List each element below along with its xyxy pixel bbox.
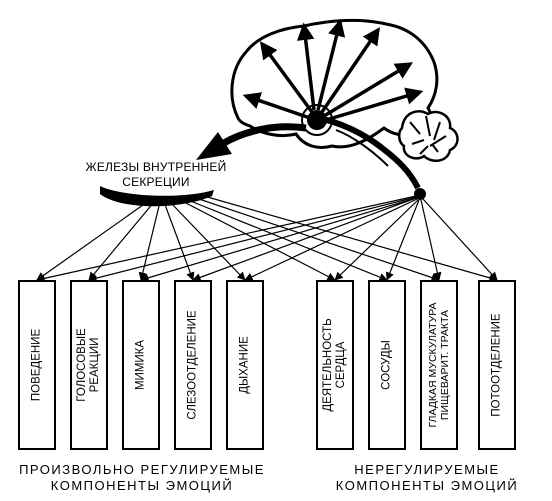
component-label: СЛЕЗООТДЕЛЕНИЕ (187, 310, 200, 419)
brain-center-dot (307, 110, 327, 130)
brain-sketch (196, 18, 459, 190)
brain-stem (317, 115, 421, 190)
component-box-tears: СЛЕЗООТДЕЛЕНИЕ (174, 280, 212, 450)
voluntary-caption-line-2: КОМПОНЕНТЫ ЭМОЦИЙ (50, 478, 234, 493)
autonomic-fan-lines (36, 195, 498, 283)
component-label-line: РЕАКЦИИ (89, 337, 101, 393)
component-box-sweat: ПОТООТДЕЛЕНИЕ (478, 280, 516, 450)
component-label-line: ПОТООТДЕЛЕНИЕ (490, 313, 503, 417)
arrow-to-glands-head (196, 132, 232, 160)
arrow-to-back-1 (323, 62, 413, 118)
brain-stem-inner (335, 129, 389, 167)
component-label-line: СЛЕЗООТДЕЛЕНИЕ (186, 310, 199, 420)
glands-label-line-1: ЖЕЛЕЗЫ ВНУТРЕННЕЙ (85, 160, 227, 174)
voluntary-caption-line-1: ПРОИЗВОЛЬНО РЕГУЛИРУЕМЫЕ (19, 462, 265, 477)
component-label: ГЛАДКАЯ МУСКУЛАТУРА ПИЩЕВАРИТ. ТРАКТА (427, 302, 451, 427)
component-label: ПОТООТДЕЛЕНИЕ (491, 313, 504, 416)
component-label-line: СЕРДЦА (335, 341, 347, 389)
component-label-line: ДЫХАНИЕ (238, 336, 251, 394)
voluntary-caption: ПРОИЗВОЛЬНО РЕГУЛИРУЕМЫЕ КОМПОНЕНТЫ ЭМОЦ… (14, 462, 270, 494)
component-box-gut: ГЛАДКАЯ МУСКУЛАТУРА ПИЩЕВАРИТ. ТРАКТА (420, 280, 458, 450)
arrow-to-front (242, 92, 311, 120)
autonomic-node (414, 188, 426, 200)
arrow-to-back-2 (325, 87, 424, 122)
cortex-arrows (242, 18, 424, 122)
involuntary-caption-line-1: НЕРЕГУЛИРУЕМЫЕ (354, 462, 500, 477)
arrow-to-top-3 (320, 27, 380, 113)
component-label-line: ПИЩЕВАРИТ. ТРАКТА (439, 309, 451, 421)
component-label-line: СОСУДЫ (380, 340, 393, 390)
component-box-vessels: СОСУДЫ (368, 280, 406, 450)
glands-fan-lines (36, 195, 498, 282)
component-label: ГОЛОСОВЫЕ РЕАКЦИИ (76, 328, 102, 401)
component-label-line: ГОЛОСОВЫЕ (76, 328, 88, 402)
component-label: МИМИКА (135, 340, 148, 390)
arrow-to-glands (220, 123, 307, 148)
glands-bowl (100, 186, 214, 207)
component-box-behavior: ПОВЕДЕНИЕ (18, 280, 56, 450)
component-label-line: ПОВЕДЕНИЕ (30, 328, 43, 402)
component-label-line: ГЛАДКАЯ МУСКУЛАТУРА (427, 302, 439, 428)
component-box-mimicry: МИМИКА (122, 280, 160, 450)
arrow-to-top-1 (296, 22, 316, 111)
component-label: ДЕЯТЕЛЬНОСТЬ СЕРДЦА (322, 318, 348, 411)
component-label-line: ДЕЯТЕЛЬНОСТЬ (322, 318, 334, 412)
component-box-heart: ДЕЯТЕЛЬНОСТЬ СЕРДЦА (316, 280, 354, 450)
arrow-to-upper-front (259, 41, 314, 114)
arrow-to-top-2 (316, 18, 346, 111)
glands-label-line-2: СЕКРЕЦИИ (122, 175, 190, 189)
glands-label: ЖЕЛЕЗЫ ВНУТРЕННЕЙ СЕКРЕЦИИ (68, 160, 244, 190)
component-label: ДЫХАНИЕ (239, 336, 252, 394)
component-box-voice: ГОЛОСОВЫЕ РЕАКЦИИ (70, 280, 108, 450)
involuntary-caption: НЕРЕГУЛИРУЕМЫЕ КОМПОНЕНТЫ ЭМОЦИЙ (316, 462, 538, 494)
component-box-breathing: ДЫХАНИЕ (226, 280, 264, 450)
component-label-line: МИМИКА (134, 339, 147, 391)
component-label: ПОВЕДЕНИЕ (31, 329, 44, 401)
cerebellum-sketch (398, 110, 459, 163)
involuntary-caption-line-2: КОМПОНЕНТЫ ЭМОЦИЙ (335, 478, 519, 493)
component-label: СОСУДЫ (381, 340, 394, 390)
